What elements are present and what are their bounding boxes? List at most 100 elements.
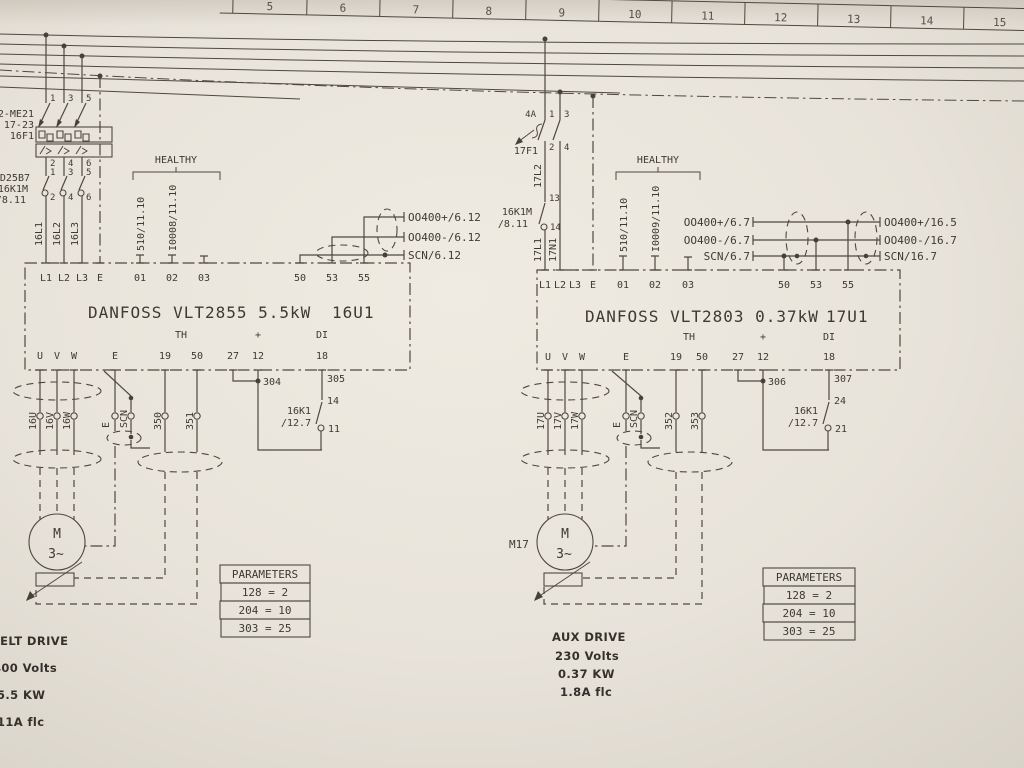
signal-reference-label: SCN/16.7	[884, 250, 937, 263]
motor-wires-lower	[39, 420, 75, 455]
cable-screen-symbol	[520, 449, 610, 469]
drive2-enclosure	[536, 269, 901, 371]
healthy-bracket	[615, 167, 701, 180]
fuse-terminal-label: 3	[564, 110, 569, 120]
terminal-label: 27	[227, 351, 239, 362]
terminal-label: 01	[617, 280, 629, 291]
contactor-contact	[77, 189, 85, 197]
ruler-number: 10	[628, 8, 642, 21]
ruler-top-edge	[220, 0, 1024, 10]
ruler-number: 9	[558, 6, 565, 19]
terminal-label: 01	[134, 273, 146, 284]
contactor-sheet-label: /8.11	[0, 195, 26, 206]
wire-number-label: 17W	[570, 411, 581, 430]
fuse-blades	[537, 119, 561, 141]
drive1-motor: M 3~	[26, 513, 86, 601]
ruler-dividers	[232, 0, 1024, 31]
terminal-label: L1	[40, 273, 52, 284]
signal-wire-02	[168, 254, 176, 263]
caption-line: 1.8A flc	[560, 685, 612, 699]
contactor-tag-label: 16K1M	[0, 184, 28, 195]
terminal-label: E	[623, 352, 629, 363]
contactor-contact	[59, 189, 67, 197]
terminal-label: 53	[326, 273, 338, 284]
breaker-terminal-label: 6	[86, 159, 91, 169]
thermistor-wires-upper	[164, 370, 198, 412]
signal-reference-label: OO400+/16.5	[884, 216, 957, 229]
contactor-terminal-label: 3	[68, 168, 73, 178]
caption-line: AUX DRIVE	[552, 630, 626, 644]
terminal-group-label: +	[255, 330, 261, 341]
screen-bond-dot	[638, 434, 644, 440]
signal-reference-label: I0008/11.10	[168, 185, 179, 251]
wire-number-label: 16U	[28, 412, 39, 430]
wire-number-label: 16L2	[52, 222, 63, 246]
earth-label: E	[101, 422, 112, 428]
bus-line-2	[0, 43, 1024, 57]
screen-bond-dot	[794, 253, 800, 259]
connector-pin	[561, 412, 569, 420]
connector-pin	[161, 412, 169, 420]
ruler-number: 12	[774, 11, 788, 24]
contactor-blades	[42, 175, 86, 191]
terminal-label: V	[562, 352, 568, 363]
signal-reference-label: OO400-/6.7	[684, 234, 750, 247]
fuse-trip-symbol	[531, 123, 543, 139]
breaker-model-label: GV2-ME21	[0, 109, 34, 120]
fuse-terminal-label: 4	[564, 143, 569, 153]
relay-contact-blade	[822, 401, 830, 425]
caption-line: 400 Volts	[0, 661, 57, 675]
node-label: 307	[834, 374, 852, 385]
wire-number-label: 351	[185, 412, 196, 430]
params-title: PARAMETERS	[232, 568, 298, 581]
ruler-number: 13	[847, 13, 861, 26]
aux-contact-terminal: 13	[549, 194, 560, 204]
thermistor-arrowhead	[534, 591, 543, 601]
contactor-terminal-label: 4	[68, 193, 73, 203]
terminal-label: V	[54, 351, 60, 362]
connector-pin	[698, 412, 706, 420]
motor-letter: M	[561, 527, 569, 542]
thermistor-arrowhead	[26, 591, 35, 601]
post-fuse-wires	[544, 141, 561, 270]
aux-contact	[540, 223, 548, 231]
caption-line: BELT DRIVE	[0, 634, 68, 648]
relay-sheet-label: /12.7	[281, 418, 311, 429]
terminal-label: W	[71, 351, 78, 362]
drive1-parameters-table: PARAMETERS 128 = 2 204 = 10 303 = 25	[219, 564, 311, 638]
healthy-bracket	[132, 167, 221, 180]
terminal-label: 50	[191, 351, 203, 362]
signal-wire-02	[651, 255, 659, 270]
node-dot	[760, 378, 766, 384]
connector-pin	[622, 412, 630, 420]
breaker-terminal-label: 2	[50, 159, 55, 169]
drive2-unit-tag: 17U1	[826, 307, 869, 326]
healthy-label: HEALTHY	[637, 155, 679, 166]
flag-line-plus	[363, 212, 405, 263]
motor-tag-label: M17	[509, 538, 529, 551]
caption-line: 11A flc	[0, 715, 44, 729]
fuse-terminal-label: 2	[549, 143, 554, 153]
terminal-label: 03	[198, 273, 210, 284]
drive1-enclosure	[24, 262, 411, 371]
params-row: 128 = 2	[242, 586, 288, 599]
signal-wire-01	[619, 255, 627, 270]
wire-number-label: 16W	[62, 411, 73, 430]
relay-tag-label: 16K1	[794, 406, 818, 417]
signal-stub-03	[200, 255, 208, 263]
terminal-label: E	[590, 280, 596, 291]
drive1-run-interlock: 304 305 14 11 16K1 /12.7	[232, 370, 345, 451]
terminal-label: 50	[696, 352, 708, 363]
supply-drop-wires	[544, 39, 561, 120]
drive1-title: DANFOSS VLT2855 5.5kW	[88, 303, 311, 322]
ruler-number: 14	[920, 14, 934, 27]
earth-to-motor-frame	[593, 446, 627, 547]
cable-screen-symbol	[12, 449, 102, 469]
contact-terminal-label: 14	[327, 396, 339, 407]
signal-wire-01	[136, 254, 144, 263]
contactor-terminal-label: 5	[86, 168, 91, 178]
aux-relay-sheet: /8.11	[498, 219, 528, 230]
breaker-terminal-label: 5	[86, 94, 91, 104]
screen-label: SCN	[629, 410, 640, 428]
connector-pin	[111, 412, 119, 420]
